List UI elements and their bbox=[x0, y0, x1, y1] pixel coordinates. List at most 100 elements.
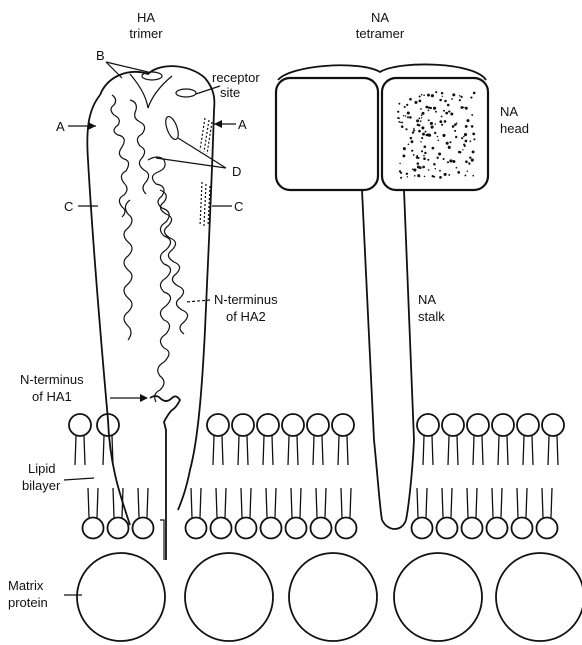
na-stipple-dot bbox=[399, 163, 400, 164]
na-stipple-dot bbox=[403, 115, 404, 116]
na-stipple-dot bbox=[420, 141, 421, 142]
site-c-right-label: C bbox=[234, 199, 243, 214]
lipid-bilayer bbox=[69, 414, 564, 539]
lipid-bottom-tail bbox=[517, 488, 518, 518]
lipid-top-head bbox=[232, 414, 254, 436]
lipid-bottom-tail bbox=[325, 488, 326, 518]
na-stipple-dot bbox=[445, 112, 448, 115]
na-stipple-dot bbox=[407, 176, 408, 177]
na-stipple-dot bbox=[423, 155, 425, 157]
leader-lines bbox=[64, 62, 236, 595]
na-tetramer-label-line1: NA bbox=[371, 10, 389, 25]
na-stipple-dot bbox=[438, 152, 441, 155]
na-stipple-dot bbox=[416, 156, 419, 159]
na-stipple-dot bbox=[441, 92, 443, 94]
n-terminus-ha2-label-line1: N-terminus bbox=[214, 292, 278, 307]
ha-head-notch bbox=[130, 74, 172, 108]
na-stipple-dot bbox=[428, 110, 430, 112]
lipid-top-tail bbox=[548, 436, 549, 465]
matrix-protein-layer bbox=[77, 553, 582, 641]
na-stipple-dot bbox=[449, 141, 451, 143]
lipid-bottom-tail bbox=[300, 488, 301, 518]
na-stipple-dot bbox=[459, 99, 461, 101]
matrix-protein-circle bbox=[289, 553, 377, 641]
lipid-heads-bottom bbox=[83, 518, 558, 539]
na-stipple-dot bbox=[461, 96, 463, 98]
na-stipple-dot bbox=[412, 131, 414, 133]
na-stipple-dot bbox=[439, 120, 442, 123]
lipid-bottom-tail bbox=[341, 488, 342, 518]
receptor-site-oval bbox=[176, 89, 196, 97]
na-stipple-dot bbox=[410, 137, 413, 140]
lipid-bottom-head bbox=[108, 518, 129, 539]
na-stipple-dot bbox=[465, 107, 468, 110]
lipid-bottom-tail bbox=[426, 488, 427, 518]
lipid-bottom-head bbox=[512, 518, 533, 539]
na-stipple-dot bbox=[457, 171, 460, 174]
matrix-protein-circle bbox=[394, 553, 482, 641]
lipid-top-head bbox=[332, 414, 354, 436]
na-stipple-dot bbox=[441, 115, 443, 117]
site-b-oval bbox=[142, 72, 162, 80]
lipid-bottom-head bbox=[261, 518, 282, 539]
na-stipple-dot bbox=[414, 175, 416, 177]
lipid-bottom-tail bbox=[275, 488, 276, 518]
na-stipple-dot bbox=[464, 145, 466, 147]
na-stipple-dot bbox=[425, 131, 427, 133]
lipid-bottom-tail bbox=[250, 488, 251, 518]
lipid-top-tail bbox=[473, 436, 474, 465]
na-stipple-dot bbox=[413, 129, 415, 131]
lipid-bottom-tail bbox=[526, 488, 527, 518]
na-stipple-dot bbox=[435, 111, 437, 113]
lipid-top-head bbox=[257, 414, 279, 436]
lipid-top-head bbox=[467, 414, 489, 436]
na-stipple-dot bbox=[424, 176, 426, 178]
na-stipple-dot bbox=[407, 116, 409, 118]
na-stipple-dot bbox=[465, 125, 468, 128]
na-stipple-dot bbox=[423, 94, 425, 96]
lipid-top-tail bbox=[297, 436, 298, 465]
na-stipple-dot bbox=[443, 110, 445, 112]
lipid-bottom-head bbox=[83, 518, 104, 539]
ha1-chain-inner bbox=[130, 100, 149, 194]
receptor-site-label-line2: site bbox=[220, 85, 240, 100]
na-stipple-dot bbox=[433, 163, 436, 166]
lipid-bottom-head bbox=[437, 518, 458, 539]
na-stipple-dot bbox=[464, 133, 467, 136]
na-stipple-dot bbox=[444, 173, 447, 176]
na-stipple-dot bbox=[454, 130, 456, 132]
na-stipple-dot bbox=[468, 162, 470, 164]
na-stalk-left bbox=[362, 190, 382, 520]
na-stipple-dot bbox=[464, 174, 466, 176]
na-stipple-dot bbox=[421, 94, 423, 96]
na-stipple-dot bbox=[473, 92, 476, 95]
na-stipple-dot bbox=[444, 120, 447, 123]
na-stipple-dot bbox=[431, 126, 434, 129]
na-stipple-dot bbox=[430, 122, 433, 125]
na-stipple-dot bbox=[409, 116, 412, 119]
na-stipple-dot bbox=[465, 160, 468, 163]
lipid-bottom-tail bbox=[97, 488, 98, 518]
na-stipple-dot bbox=[430, 107, 432, 109]
lipid-bottom-tail bbox=[551, 488, 552, 518]
na-stipple-dot bbox=[471, 159, 474, 162]
na-stipple-dot bbox=[470, 140, 472, 142]
na-stipple-dot bbox=[417, 162, 420, 165]
lipid-bottom-tail bbox=[476, 488, 477, 518]
lipid-bottom-tail bbox=[417, 488, 418, 518]
lipid-bottom-tail bbox=[138, 488, 139, 518]
lipid-bottom-tail bbox=[216, 488, 217, 518]
na-stipple-dot bbox=[400, 122, 402, 124]
na-stipple-dot bbox=[449, 159, 452, 162]
na-stipple-dot bbox=[472, 175, 474, 177]
na-stipple-dot bbox=[398, 103, 400, 105]
na-stipple-dot bbox=[422, 133, 425, 136]
lipid-top-tail bbox=[247, 436, 248, 465]
na-stipple-dot bbox=[466, 119, 469, 122]
na-stipple-dot bbox=[419, 100, 422, 103]
na-stipple-dot bbox=[462, 149, 463, 150]
na-stipple-dot bbox=[442, 134, 445, 137]
na-stipple-dot bbox=[448, 110, 450, 112]
na-stipple-dot bbox=[435, 91, 437, 93]
ha2-chain-outer bbox=[124, 200, 132, 340]
